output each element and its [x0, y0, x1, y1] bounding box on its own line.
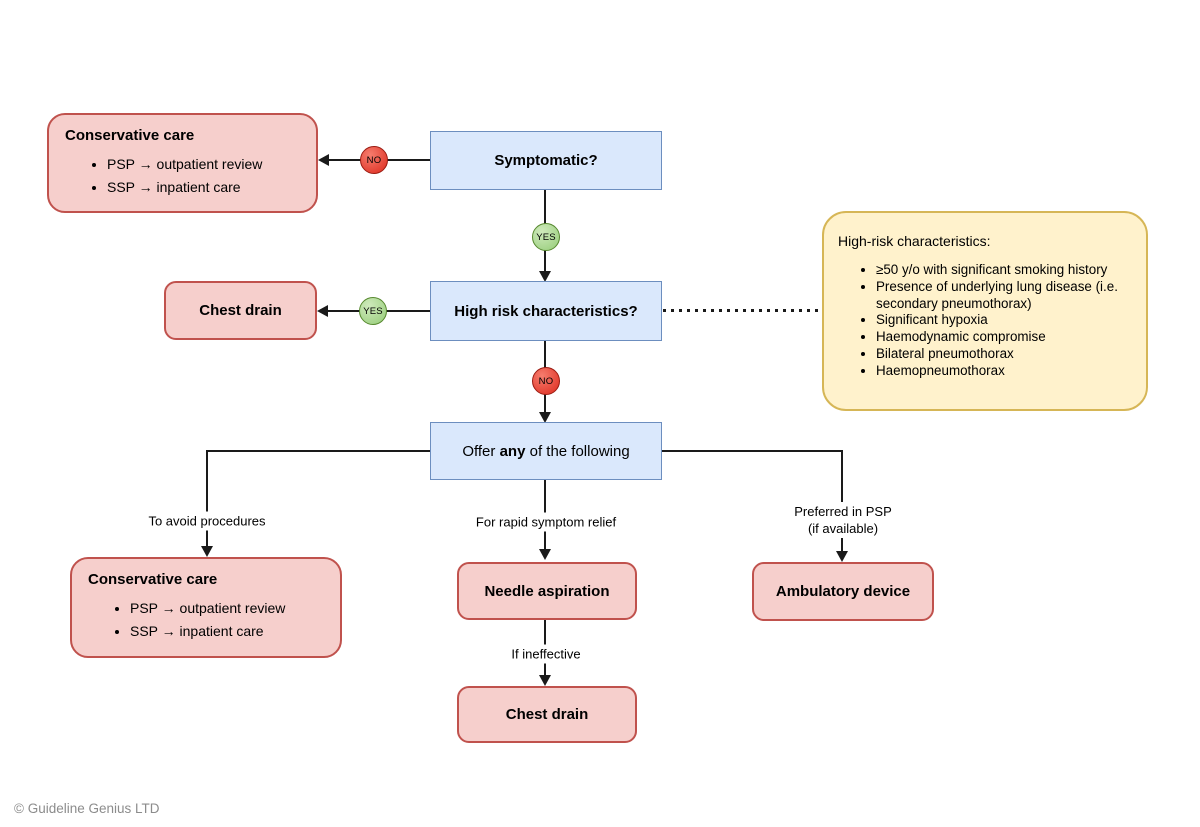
conservative-bottom-title: Conservative care	[88, 571, 218, 588]
list-item: Significant hypoxia	[876, 312, 1132, 329]
edge-offer-left-vertical	[206, 450, 208, 547]
arrowhead-to-highrisk	[539, 271, 551, 282]
node-conservative-care-bottom: Conservative care PSP → outpatient revie…	[70, 557, 342, 658]
arrowhead-to-ambulatory	[836, 551, 848, 562]
conservative-top-list: PSP → outpatient review SSP → inpatient …	[65, 154, 300, 197]
list-item: SSP → inpatient care	[130, 621, 324, 641]
list-item: Haemopneumothorax	[876, 363, 1132, 380]
edge-offer-right-vertical	[841, 450, 843, 552]
node-offer-any: Offer any of the following	[430, 422, 662, 480]
arrowhead-to-needle	[539, 549, 551, 560]
badge-no-label: NO	[366, 154, 382, 166]
list-item: SSP → inpatient care	[107, 177, 300, 197]
arrowhead-to-chestdrain-left	[317, 305, 328, 317]
node-chest-drain-bottom: Chest drain	[457, 686, 637, 743]
node-chest-drain-left: Chest drain	[164, 281, 317, 340]
arrowhead-to-conservative-top	[318, 154, 329, 166]
list-item: PSP → outpatient review	[107, 154, 300, 174]
list-item: Presence of underlying lung disease (i.e…	[876, 279, 1132, 313]
edge-label-to-avoid-procedures: To avoid procedures	[143, 511, 271, 531]
badge-no-highrisk: NO	[532, 367, 560, 395]
edge-offer-left-horizontal	[206, 450, 430, 452]
offer-prefix: Offer	[462, 442, 500, 460]
badge-yes-highrisk: YES	[359, 297, 387, 325]
node-ambulatory-device: Ambulatory device	[752, 562, 934, 621]
high-risk-label: High risk characteristics?	[454, 302, 638, 320]
badge-no-symptomatic: NO	[360, 146, 388, 174]
node-high-risk: High risk characteristics?	[430, 281, 662, 341]
ambulatory-device-label: Ambulatory device	[775, 583, 911, 600]
arrowhead-to-offer	[539, 412, 551, 423]
edge-label-line2: (if available)	[807, 521, 879, 536]
badge-yes-label: YES	[536, 231, 556, 243]
node-needle-aspiration: Needle aspiration	[457, 562, 637, 620]
list-item: ≥50 y/o with significant smoking history	[876, 262, 1132, 279]
chest-drain-left-label: Chest drain	[199, 302, 282, 319]
edge-label-for-rapid-symptom-relief: For rapid symptom relief	[470, 512, 622, 532]
note-list: ≥50 y/o with significant smoking history…	[838, 262, 1132, 380]
node-conservative-care-top: Conservative care PSP → outpatient revie…	[47, 113, 318, 213]
badge-yes-symptomatic: YES	[532, 223, 560, 251]
badge-no-label: NO	[538, 375, 554, 387]
offer-emphasis: any	[499, 442, 526, 460]
edge-offer-right-horizontal	[662, 450, 843, 452]
edge-label-preferred-in-psp: Preferred in PSP (if available)	[789, 502, 897, 538]
list-item: Bilateral pneumothorax	[876, 346, 1132, 363]
node-symptomatic: Symptomatic?	[430, 131, 662, 190]
copyright-note: © Guideline Genius LTD	[14, 801, 160, 816]
list-item: PSP → outpatient review	[130, 598, 324, 618]
edge-dotted-highrisk-to-note	[663, 309, 821, 312]
arrowhead-to-chestdrain-bottom	[539, 675, 551, 686]
note-title: High-risk characteristics:	[838, 233, 991, 249]
edge-label-if-ineffective: If ineffective	[506, 644, 586, 664]
chest-drain-bottom-label: Chest drain	[505, 706, 589, 723]
edge-label-line1: Preferred in PSP	[794, 504, 892, 519]
offer-suffix: of the following	[525, 442, 630, 460]
needle-aspiration-label: Needle aspiration	[484, 582, 610, 600]
offer-label: Offer any of the following	[462, 443, 629, 460]
arrowhead-to-conservative-bottom	[201, 546, 213, 557]
badge-yes-label: YES	[363, 305, 383, 317]
conservative-bottom-list: PSP → outpatient review SSP → inpatient …	[88, 598, 324, 641]
conservative-top-title: Conservative care	[65, 127, 195, 144]
symptomatic-label: Symptomatic?	[494, 152, 598, 169]
note-high-risk-characteristics: High-risk characteristics: ≥50 y/o with …	[822, 211, 1148, 411]
list-item: Haemodynamic compromise	[876, 329, 1132, 346]
